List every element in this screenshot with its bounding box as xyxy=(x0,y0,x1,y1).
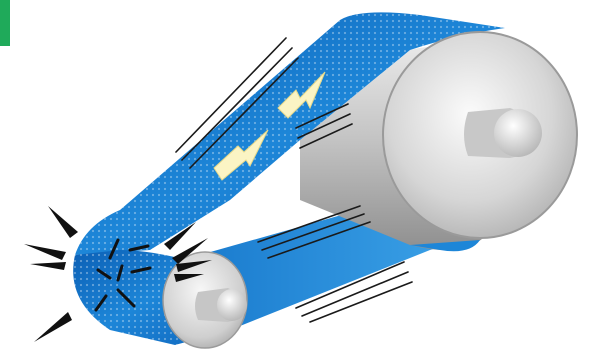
large-pulley-shaft-end xyxy=(494,109,542,157)
small-pulley-shaft-end xyxy=(217,289,247,321)
